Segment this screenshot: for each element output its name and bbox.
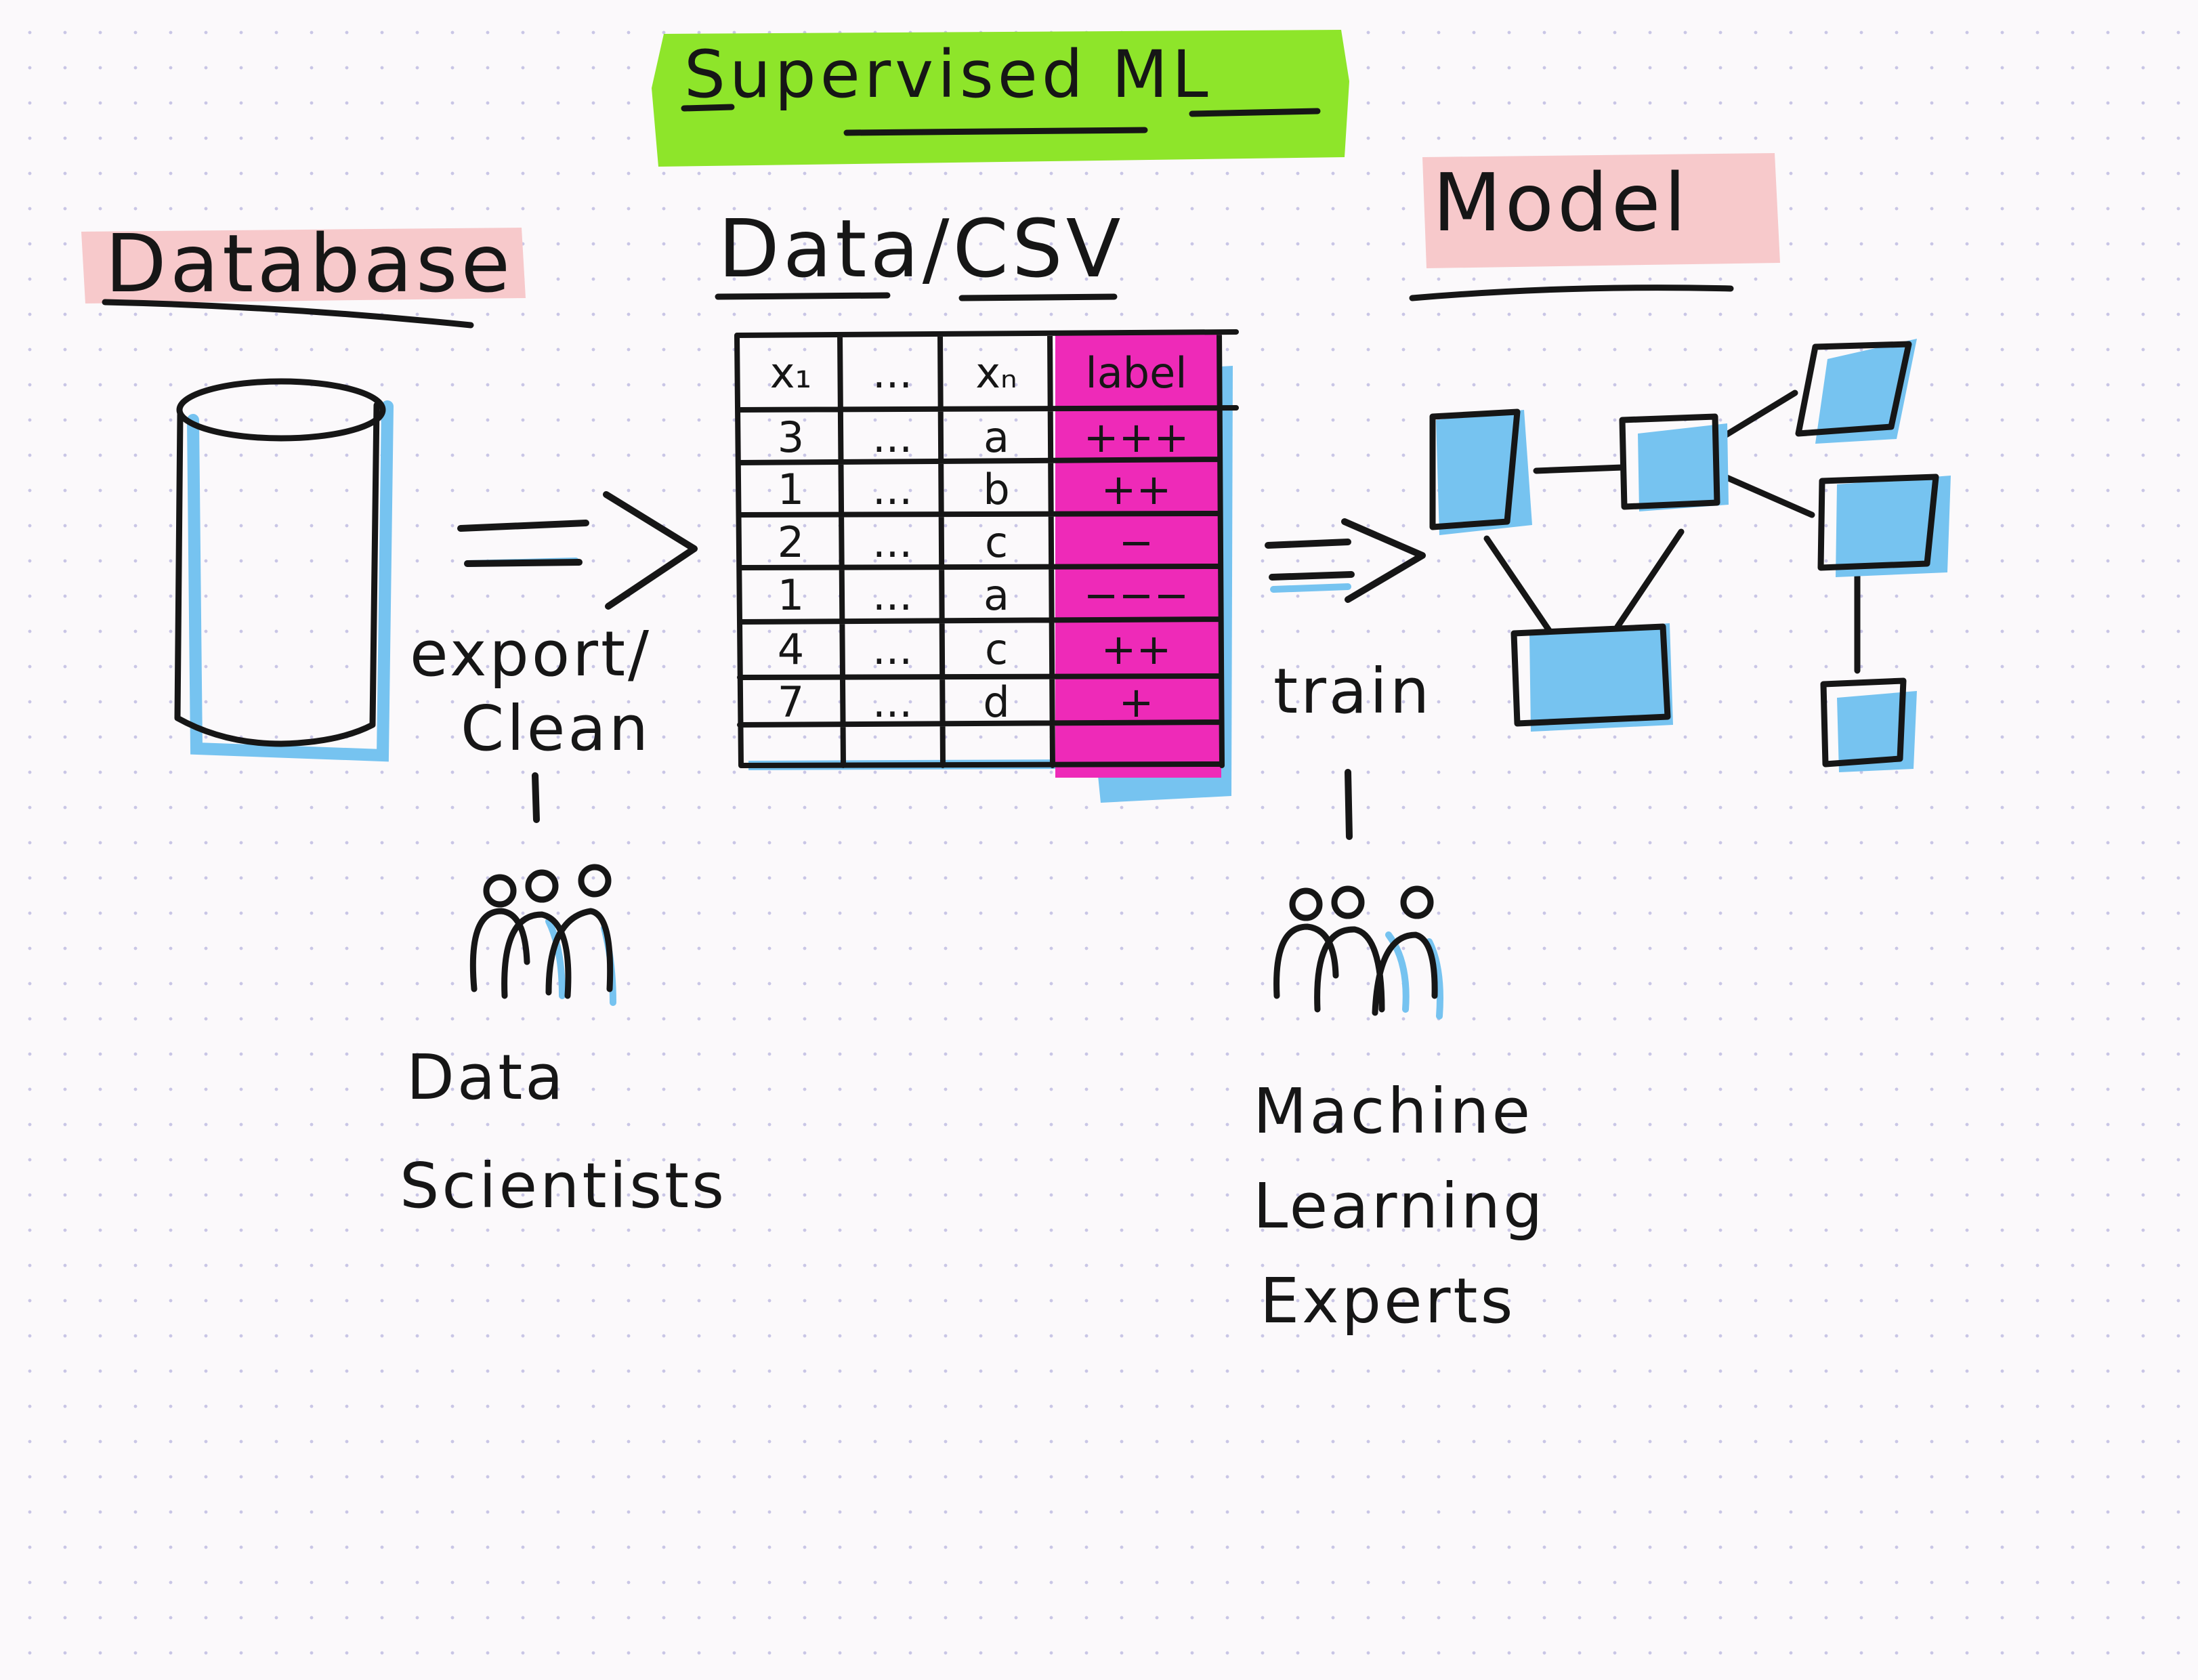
- table-cell: ...: [872, 465, 913, 514]
- ml-experts-icon: [1273, 885, 1443, 1020]
- table-cell: c: [984, 518, 1009, 567]
- ml-experts-line-2: Learning: [1253, 1170, 1546, 1242]
- table-cell: d: [983, 677, 1010, 727]
- table-cell: ...: [872, 518, 913, 567]
- table-cell: a: [984, 413, 1009, 462]
- database-icon: [174, 378, 394, 762]
- table-header-xn: xₙ: [975, 348, 1017, 398]
- train-arrow: [1265, 518, 1426, 603]
- table-cell: +++: [1083, 413, 1189, 462]
- model-underline: [1409, 285, 1734, 301]
- data-scientists-line-1: Data: [406, 1041, 566, 1114]
- database-underline: [102, 299, 474, 329]
- table-cell: ...: [872, 413, 913, 462]
- database-heading-highlight: [81, 228, 526, 303]
- table-header-label: label: [1085, 348, 1187, 398]
- table-cell: ++: [1101, 625, 1172, 674]
- diagram-title: Supervised ML: [684, 37, 1212, 112]
- table-cell: ++: [1101, 465, 1172, 514]
- table-cell: +: [1118, 677, 1154, 727]
- data-table: [734, 329, 1239, 803]
- table-cell: 1: [777, 465, 805, 514]
- data-underline: [715, 292, 1118, 301]
- node-orange: [1817, 474, 1951, 577]
- table-cell: −: [1118, 518, 1154, 567]
- ml-experts-line-1: Machine: [1253, 1075, 1534, 1148]
- export-label-line-1: export/: [410, 618, 652, 690]
- table-cell: 3: [777, 413, 805, 462]
- model-graph: [1429, 339, 1951, 772]
- model-heading: Model: [1433, 156, 1690, 249]
- table-cell: c: [984, 625, 1009, 674]
- table-cell: 7: [777, 677, 805, 727]
- title-underline: [681, 104, 1321, 136]
- table-cell: 1: [777, 570, 805, 620]
- table-header-x1: x₁: [769, 348, 812, 398]
- node-gray: [1510, 623, 1673, 732]
- ml-experts-line-3: Experts: [1260, 1265, 1516, 1337]
- database-heading: Database: [105, 217, 514, 310]
- table-cell: ...: [872, 570, 913, 620]
- table-cell: b: [983, 465, 1010, 514]
- title-highlight: [652, 30, 1349, 167]
- node-yellow: [1795, 339, 1917, 444]
- table-cell: ...: [872, 625, 913, 674]
- label-column-fill: [1055, 331, 1221, 778]
- data-scientists-line-2: Scientists: [400, 1150, 727, 1222]
- table-cell: a: [984, 570, 1009, 620]
- node-purple: [1820, 677, 1917, 772]
- model-heading-highlight: [1422, 153, 1780, 268]
- export-arrow: [457, 491, 698, 610]
- train-label: train: [1273, 655, 1433, 728]
- export-label-line-2: Clean: [461, 692, 652, 765]
- node-green: [1619, 413, 1729, 511]
- table-header-ellipsis: ...: [872, 348, 913, 398]
- export-connector: [532, 772, 540, 823]
- train-connector: [1345, 769, 1353, 840]
- table-cell: 2: [777, 518, 805, 567]
- table-cell: 4: [777, 625, 805, 674]
- table-cell: −−−: [1083, 570, 1189, 620]
- data-scientists-icon: [469, 864, 616, 1006]
- node-blue: [1429, 408, 1532, 535]
- data-heading: Data/CSV: [718, 202, 1124, 295]
- table-cell: ...: [872, 677, 913, 727]
